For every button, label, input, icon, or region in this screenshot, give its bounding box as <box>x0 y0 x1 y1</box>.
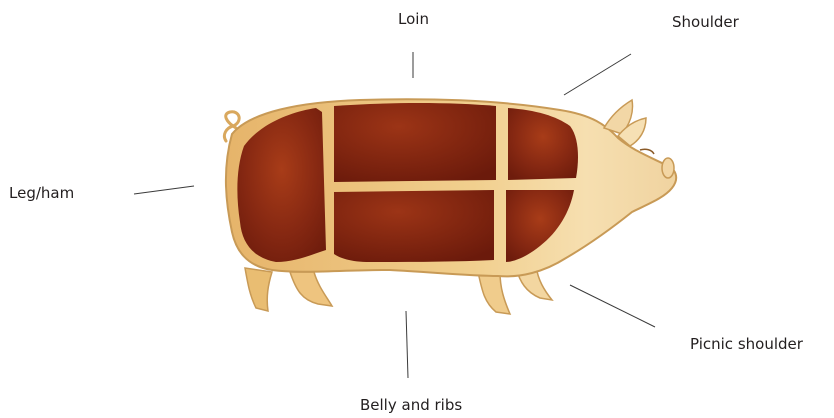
pig-leg-front <box>478 272 510 314</box>
pig-leg-back <box>245 268 272 311</box>
pig-snout <box>662 158 674 178</box>
label-belly-ribs: Belly and ribs <box>360 398 462 413</box>
cut-belly-ribs <box>334 190 494 262</box>
pig-leg-back2 <box>290 272 332 306</box>
label-leg-ham: Leg/ham <box>9 186 74 201</box>
leader-picnic <box>570 285 655 327</box>
leader-belly <box>406 311 408 378</box>
leader-leg-ham <box>134 186 194 194</box>
label-picnic-shoulder: Picnic shoulder <box>690 337 803 352</box>
leader-shoulder <box>564 54 631 95</box>
label-shoulder: Shoulder <box>672 15 739 30</box>
cut-loin <box>334 103 496 182</box>
label-loin: Loin <box>398 12 429 27</box>
